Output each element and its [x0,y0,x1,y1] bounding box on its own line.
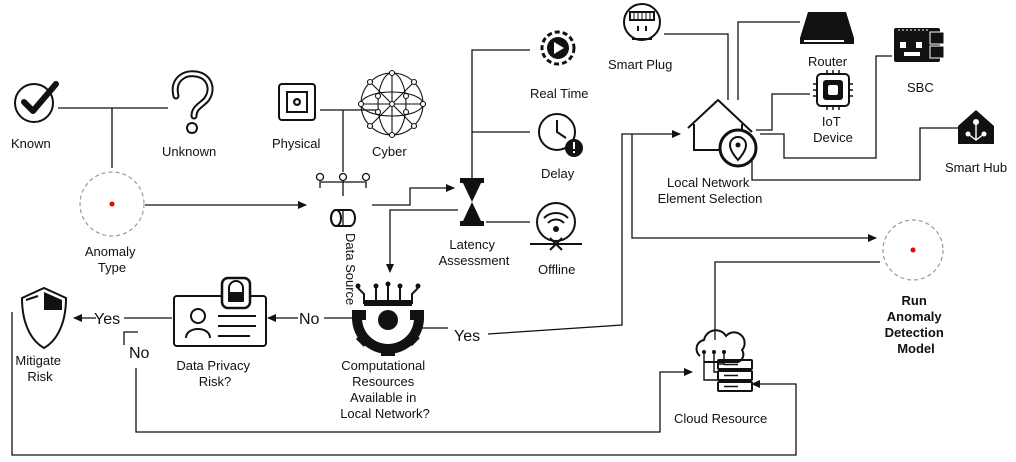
physical-sensor-icon [278,83,316,121]
network-globe-icon [357,69,427,139]
physical-label: Physical [272,136,321,151]
privacy-id-card-icon [173,276,267,347]
connectors [11,21,958,456]
anomaly-type-label: Anomaly Type [85,244,139,275]
offline-wifi-icon [530,202,582,251]
unknown-label: Unknown [162,144,216,159]
data-privacy-risk-label: Data Privacy Risk? [176,358,253,389]
question-mark-icon [171,70,214,134]
model-target-icon [882,219,944,281]
cloud-resource-label: Cloud Resource [674,411,767,426]
smart-hub-icon [958,110,994,144]
real-time-label: Real Time [530,86,589,101]
smart-plug-label: Smart Plug [608,57,672,72]
yes-mitigate-label: Yes [94,311,120,328]
local-network-selection-label: Local Network Element Selection [658,175,763,206]
iot-device-label: IoT Device [813,114,853,145]
shield-icon [20,286,68,350]
smart-hub-label: Smart Hub [945,160,1007,175]
yes-local-label: Yes [454,328,480,345]
sbc-board-icon [894,28,945,62]
sbc-label: SBC [907,80,934,95]
hourglass-icon [460,178,484,226]
cloud-server-icon [695,329,753,392]
run-model-label: Run Anomaly Detection Model [885,293,948,356]
anomaly-circle-icon [79,171,145,237]
realtime-play-icon [540,30,576,66]
data-source-label: Data Source [343,233,358,305]
no-privacy-label: No [299,311,320,328]
known-label: Known [11,136,51,151]
mitigate-risk-label: Mitigate Risk [15,353,64,384]
router-icon [800,12,854,44]
home-network-icon [687,99,758,168]
latency-assessment-label: Latency Assessment [439,237,510,268]
no-cloud-label: No [129,345,150,362]
data-source-icon [315,172,371,227]
smart-plug-meter-icon [623,3,661,41]
cyber-label: Cyber [372,144,407,159]
delay-label: Delay [541,166,575,181]
checkmark-icon [14,81,59,123]
computational-resources-label: Computational Resources Available in Loc… [340,358,430,421]
iot-chip-icon [813,70,853,110]
gear-chip-icon [352,281,424,356]
delay-clock-icon [538,113,583,157]
router-label: Router [808,54,848,69]
offline-label: Offline [538,262,575,277]
